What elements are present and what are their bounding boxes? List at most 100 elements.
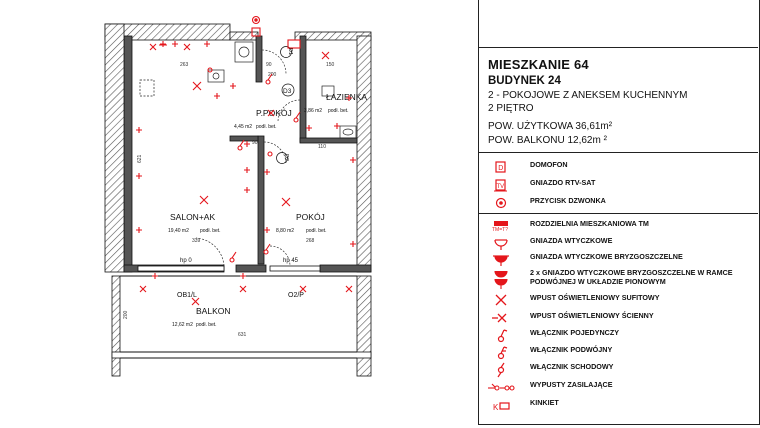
- dimension-90-top: 90: [266, 62, 272, 68]
- intercom-icon: [251, 27, 261, 37]
- room-przedpokoj-floor: podł. bet.: [256, 124, 277, 130]
- legend-label: WŁĄCZNIK POJEDYNCZY: [530, 328, 620, 337]
- legend-label: GNIAZDA WTYCZKOWE: [530, 236, 613, 245]
- legend-row-tv-sat: TV GNIAZDO RTV-SAT: [486, 178, 756, 194]
- apartment-description: 2 - POKOJOWE Z ANEKSEM KUCHENNYM: [488, 90, 688, 101]
- svg-text:D: D: [498, 165, 503, 172]
- power-outlet-icon: [207, 67, 273, 157]
- dimension-631: 631: [238, 332, 247, 338]
- room-labels: SALON+AK 19,40 m2 podł. bet. POKÓJ 8,80 …: [168, 92, 367, 328]
- doors: [195, 49, 301, 267]
- legend-label: GNIAZDA WTYCZKOWE BRYZGOSZCZELNE: [530, 252, 683, 261]
- legend-label: KINKIET: [530, 398, 559, 407]
- usable-area: POW. UŻYTKOWA 36,61m²: [488, 121, 613, 132]
- double-splashproof-socket-icon: [494, 270, 508, 289]
- room-pokoj-area: 8,80 m2: [276, 228, 294, 234]
- ceiling-light-icon: [149, 43, 330, 306]
- room-lazienka-area: 3,86 m2: [304, 108, 322, 114]
- legend-label: WYPUSTY ZASILAJĄCE: [530, 380, 613, 389]
- legend-top-separator: [478, 152, 758, 153]
- legend-row-doorbell: PRZYCISK DZWONKA: [486, 196, 756, 212]
- header-separator: [478, 47, 758, 48]
- bathroom-fixtures: [321, 85, 357, 139]
- dimension-200-top: 200: [268, 72, 277, 78]
- ceiling-light-icon: [495, 294, 507, 306]
- room-balkon-area: 12,62 m2: [172, 322, 193, 328]
- power-outlet-icon: [488, 383, 515, 391]
- sconce-icon: K: [493, 402, 510, 412]
- legend-row-stair-switch: WŁĄCZNIK SCHODOWY: [486, 362, 756, 378]
- window-hp45-label: hp 45: [283, 258, 299, 264]
- dimension-339: 339: [192, 238, 201, 244]
- kitchen-fixtures: [139, 41, 254, 97]
- legend-label: PRZYCISK DZWONKA: [530, 196, 606, 205]
- legend-label: DOMOFON: [530, 160, 568, 169]
- legend-label: WŁĄCZNIK SCHODOWY: [530, 362, 614, 371]
- legend-row-ceiling-light: WPUST OŚWIETLENIOWY SUFITOWY: [486, 293, 756, 309]
- apartment-title: MIESZKANIE 64: [488, 57, 589, 72]
- legend-row-distribution-box: ROZDZIELNIA MIESZKANIOWA TM TM=T?: [486, 219, 756, 235]
- splashproof-socket-icon: [493, 255, 509, 266]
- room-pokoj-name: POKÓJ: [296, 212, 325, 222]
- door-d3-label: D3: [283, 88, 292, 95]
- legend-row-splashproof: GNIAZDA WTYCZKOWE BRYZGOSZCZELNE: [486, 252, 756, 268]
- legend-row-power-outlet: WYPUSTY ZASILAJĄCE: [486, 380, 756, 396]
- legend-row-wall-light: WPUST OŚWIETLENIOWY ŚCIENNY: [486, 311, 756, 327]
- dimension-268: 268: [306, 238, 315, 244]
- distribution-box-sub: TM=T?: [492, 227, 508, 233]
- legend-label: ROZDZIELNIA MIESZKANIOWA TM: [530, 219, 649, 228]
- info-panel: MIESZKANIE 64 BUDYNEK 24 2 - POKOJOWE Z …: [466, 0, 760, 428]
- building-label: BUDYNEK 24: [488, 75, 561, 87]
- dimension-90-bottom: 90: [252, 140, 258, 146]
- door-d2-label: D2: [283, 154, 289, 161]
- socket-icon: [136, 93, 356, 279]
- windows: [137, 265, 321, 272]
- door-labels: D3 D1 D2 OB1/L O2/P hp 0 hp 45: [177, 46, 304, 299]
- legend-label: 2 x GNIAZDO WTYCZKOWE BRYZGOSZCZELNE W R…: [530, 268, 733, 286]
- room-salon-name: SALON+AK: [170, 212, 215, 222]
- single-switch-icon: [229, 73, 301, 263]
- distribution-box-icon: [287, 39, 301, 49]
- dimension-110: 110: [318, 144, 326, 150]
- balcony-area: POW. BALKONU 12,62m ²: [488, 135, 607, 146]
- legend-label: WPUST OŚWIETLENIOWY SUFITOWY: [530, 293, 660, 302]
- doorbell-icon: [251, 15, 261, 25]
- electrical-symbols: [136, 15, 356, 306]
- dimension-labels: 263 90 200 150 339 268 631 621 200 90 11…: [123, 62, 335, 338]
- legend-row-socket: GNIAZDA WTYCZKOWE: [486, 236, 756, 252]
- room-salon-area: 19,40 m2: [168, 228, 189, 234]
- room-przedpokoj-name: P.POKÓJ: [256, 108, 292, 118]
- sconce-letter: K: [493, 403, 499, 412]
- room-lazienka-name: ŁAZIENKA: [326, 92, 367, 102]
- dimension-150: 150: [326, 62, 335, 68]
- legend-label: WPUST OŚWIETLENIOWY ŚCIENNY: [530, 311, 654, 320]
- distribution-box-icon: [494, 221, 508, 226]
- tv-sat-icon: TV: [494, 179, 507, 192]
- doorbell-icon: [495, 197, 507, 209]
- room-pokoj-floor: podł. bet.: [306, 228, 327, 234]
- window-hp0-label: hp 0: [180, 258, 192, 264]
- dimension-621: 621: [137, 154, 143, 163]
- legend-row-intercom: D DOMOFON: [486, 160, 756, 176]
- legend-row-double-switch: WŁĄCZNIK PODWÓJNY: [486, 345, 756, 361]
- single-switch-icon: [497, 329, 508, 343]
- stair-switch-icon: [497, 362, 505, 378]
- window-o2-label: O2/P: [288, 292, 304, 299]
- legend-label: WŁĄCZNIK PODWÓJNY: [530, 345, 613, 354]
- wall-light-icon: [139, 285, 353, 293]
- legend-label: GNIAZDO RTV-SAT: [530, 178, 596, 187]
- floor-plan: SALON+AK 19,40 m2 podł. bet. POKÓJ 8,80 …: [104, 15, 372, 377]
- socket-icon: [494, 239, 508, 250]
- balcony-outline: [120, 275, 357, 359]
- legend-mid-separator: [478, 213, 758, 214]
- room-lazienka-floor: podł. bet.: [328, 108, 349, 114]
- walls: [104, 23, 372, 377]
- door-d1-label: D1: [287, 48, 293, 55]
- room-balkon-floor: podł. bet.: [196, 322, 217, 328]
- dimension-200-balcony: 200: [123, 310, 129, 319]
- svg-text:TV: TV: [497, 184, 505, 190]
- room-salon-floor: podł. bet.: [200, 228, 221, 234]
- dimension-263: 263: [180, 62, 189, 68]
- splashproof-socket-icon: [159, 41, 352, 101]
- legend-row-double-splashproof: 2 x GNIAZDO WTYCZKOWE BRYZGOSZCZELNE W R…: [486, 268, 756, 290]
